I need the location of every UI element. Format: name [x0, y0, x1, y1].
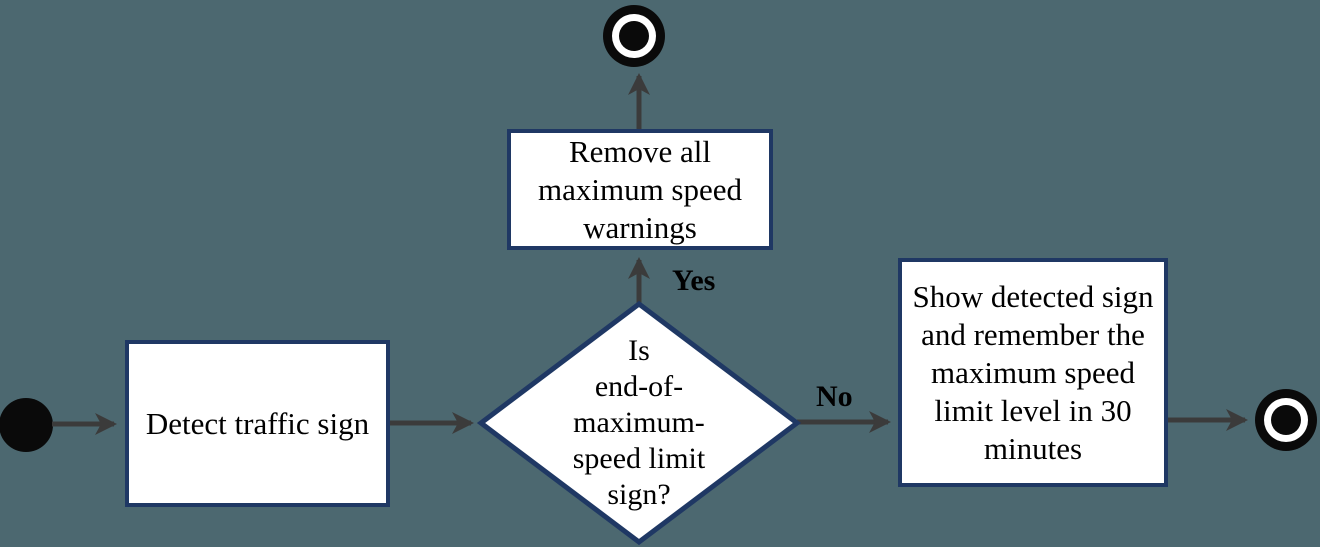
action-node-label: Detect traffic sign — [145, 405, 370, 441]
decision-node-label: Is end-of- maximum- speed limit sign? — [572, 334, 706, 511]
action-node-show-detected-sign: Show detected sign and remember the maxi… — [898, 258, 1168, 487]
action-node-detect-traffic-sign: Detect traffic sign — [125, 340, 390, 507]
branch-label-yes: Yes — [672, 264, 716, 297]
branch-label-no: No — [816, 380, 853, 413]
action-node-remove-warnings: Remove all maximum speed warnings — [507, 129, 773, 250]
action-node-label: Remove all maximum speed warnings — [537, 133, 743, 245]
final-node-top — [603, 5, 665, 67]
action-node-label: Show detected sign and remember the maxi… — [912, 278, 1154, 466]
start-node — [0, 398, 53, 452]
final-node-right — [1255, 389, 1317, 451]
decision-diamond — [476, 300, 802, 546]
